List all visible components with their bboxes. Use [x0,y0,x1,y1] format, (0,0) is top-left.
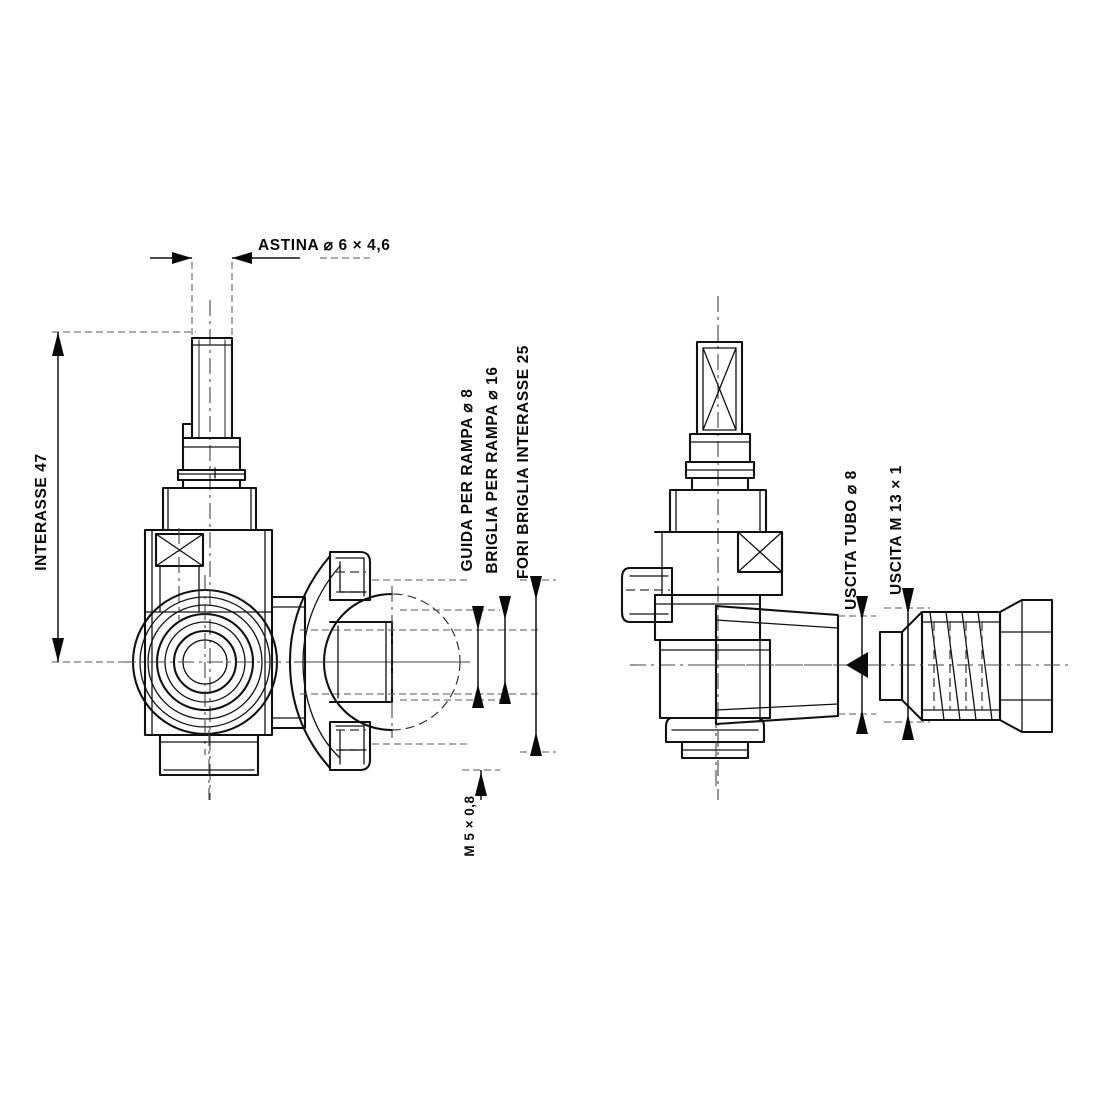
dimension-briglia-rampa: BRIGLIA PER RAMPA ⌀ 16 [484,366,511,704]
yoke-briglia [288,550,470,772]
dim-arrow [232,252,252,264]
right-body [620,530,784,790]
dimension-astina: ASTINA ⌀ 6 × 4,6 [150,237,391,340]
dimension-guida-rampa: GUIDA PER RAMPA ⌀ 8 [459,389,484,708]
dim-arrow [499,596,511,620]
label-briglia-rampa: BRIGLIA PER RAMPA ⌀ 16 [484,366,501,573]
right-view [620,296,1070,800]
dim-arrow [472,606,484,630]
label-astina: ASTINA ⌀ 6 × 4,6 [258,237,391,254]
threaded-nipple [870,598,1070,734]
dim-arrow [499,680,511,704]
dim-arrow [856,710,868,734]
outlet-spout [700,604,860,726]
left-view-extension-lines [300,579,540,745]
bottom-boss [158,730,260,800]
right-collars [684,432,756,492]
dimension-vite-m5: M 5 × 0,8 [462,769,500,857]
dim-arrow [52,332,64,356]
dimension-uscita-m13: USCITA M 13 × 1 [888,465,914,740]
label-vite-m5: M 5 × 0,8 [462,795,477,856]
left-view [120,300,540,800]
dim-arrow [530,732,542,756]
dim-arrow [530,576,542,600]
dim-arrow [475,772,487,796]
dimension-interasse: INTERASSE 47 [33,331,196,663]
dim-arrow [52,638,64,662]
label-uscita-m13: USCITA M 13 × 1 [888,465,905,595]
dim-arrow [172,252,192,264]
dim-arrow [902,588,914,614]
flow-arrow [846,652,868,678]
dim-arrow [856,596,868,620]
dim-arrow [472,684,484,708]
dimension-fori-briglia: FORI BRIGLIA INTERASSE 25 [515,345,556,756]
dimension-uscita-tubo: USCITA TUBO ⌀ 8 [843,470,868,734]
dim-arrow [902,714,914,740]
label-fori-briglia: FORI BRIGLIA INTERASSE 25 [515,345,532,579]
label-interasse: INTERASSE 47 [33,453,50,570]
label-guida-rampa: GUIDA PER RAMPA ⌀ 8 [459,389,476,572]
label-uscita-tubo: USCITA TUBO ⌀ 8 [843,470,860,610]
